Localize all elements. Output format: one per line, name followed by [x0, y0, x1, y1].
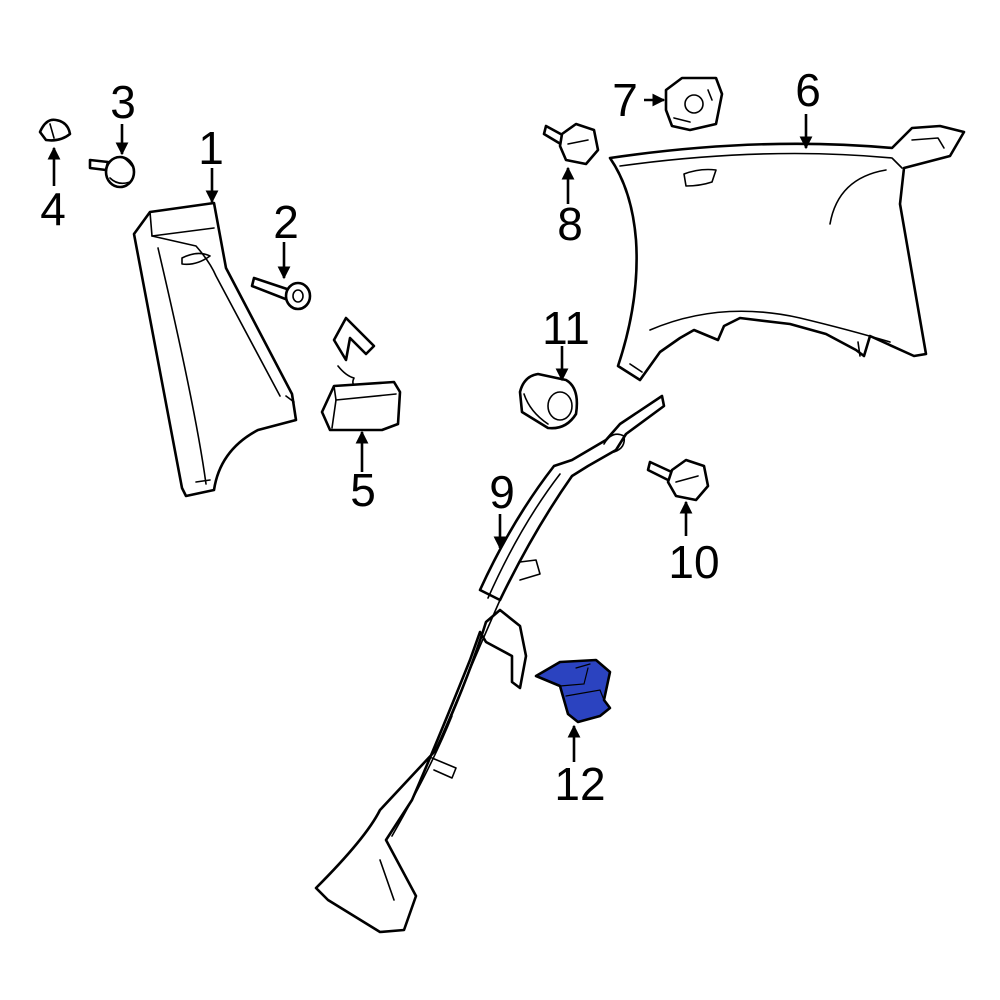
part-6-quarter-trim-panel[interactable]: [608, 124, 966, 382]
part-1-pillar-trim[interactable]: [132, 201, 298, 498]
part-5-sensor-bracket[interactable]: [320, 316, 402, 432]
part-11-grommet[interactable]: [518, 372, 579, 430]
callout-9: 9: [489, 466, 515, 518]
callout-2: 2: [273, 196, 299, 248]
part-9-lower-pillar-trim[interactable]: [314, 394, 666, 934]
callout-8: 8: [557, 198, 583, 250]
part-2-screw[interactable]: [250, 276, 312, 311]
part-7-bracket-plate[interactable]: [664, 76, 724, 132]
part-4-push-pin[interactable]: [38, 118, 72, 142]
callout-7: 7: [612, 74, 638, 126]
part-10-bolt[interactable]: [646, 458, 710, 502]
callout-5: 5: [350, 464, 376, 516]
callout-6: 6: [795, 64, 821, 116]
part-3-clip[interactable]: [88, 155, 136, 189]
part-8-bolt[interactable]: [542, 122, 600, 166]
callout-12: 12: [554, 758, 605, 810]
leader-arrows: [47, 93, 813, 762]
callout-3: 3: [110, 76, 136, 128]
callout-4: 4: [40, 183, 66, 235]
callout-1: 1: [198, 122, 224, 174]
callout-labels: 1 2 3 4 5 6 7 8 9 10 11 12: [40, 64, 821, 810]
part-12-bracket[interactable]: [534, 658, 612, 724]
callout-10: 10: [668, 536, 719, 588]
callout-11: 11: [542, 302, 590, 354]
